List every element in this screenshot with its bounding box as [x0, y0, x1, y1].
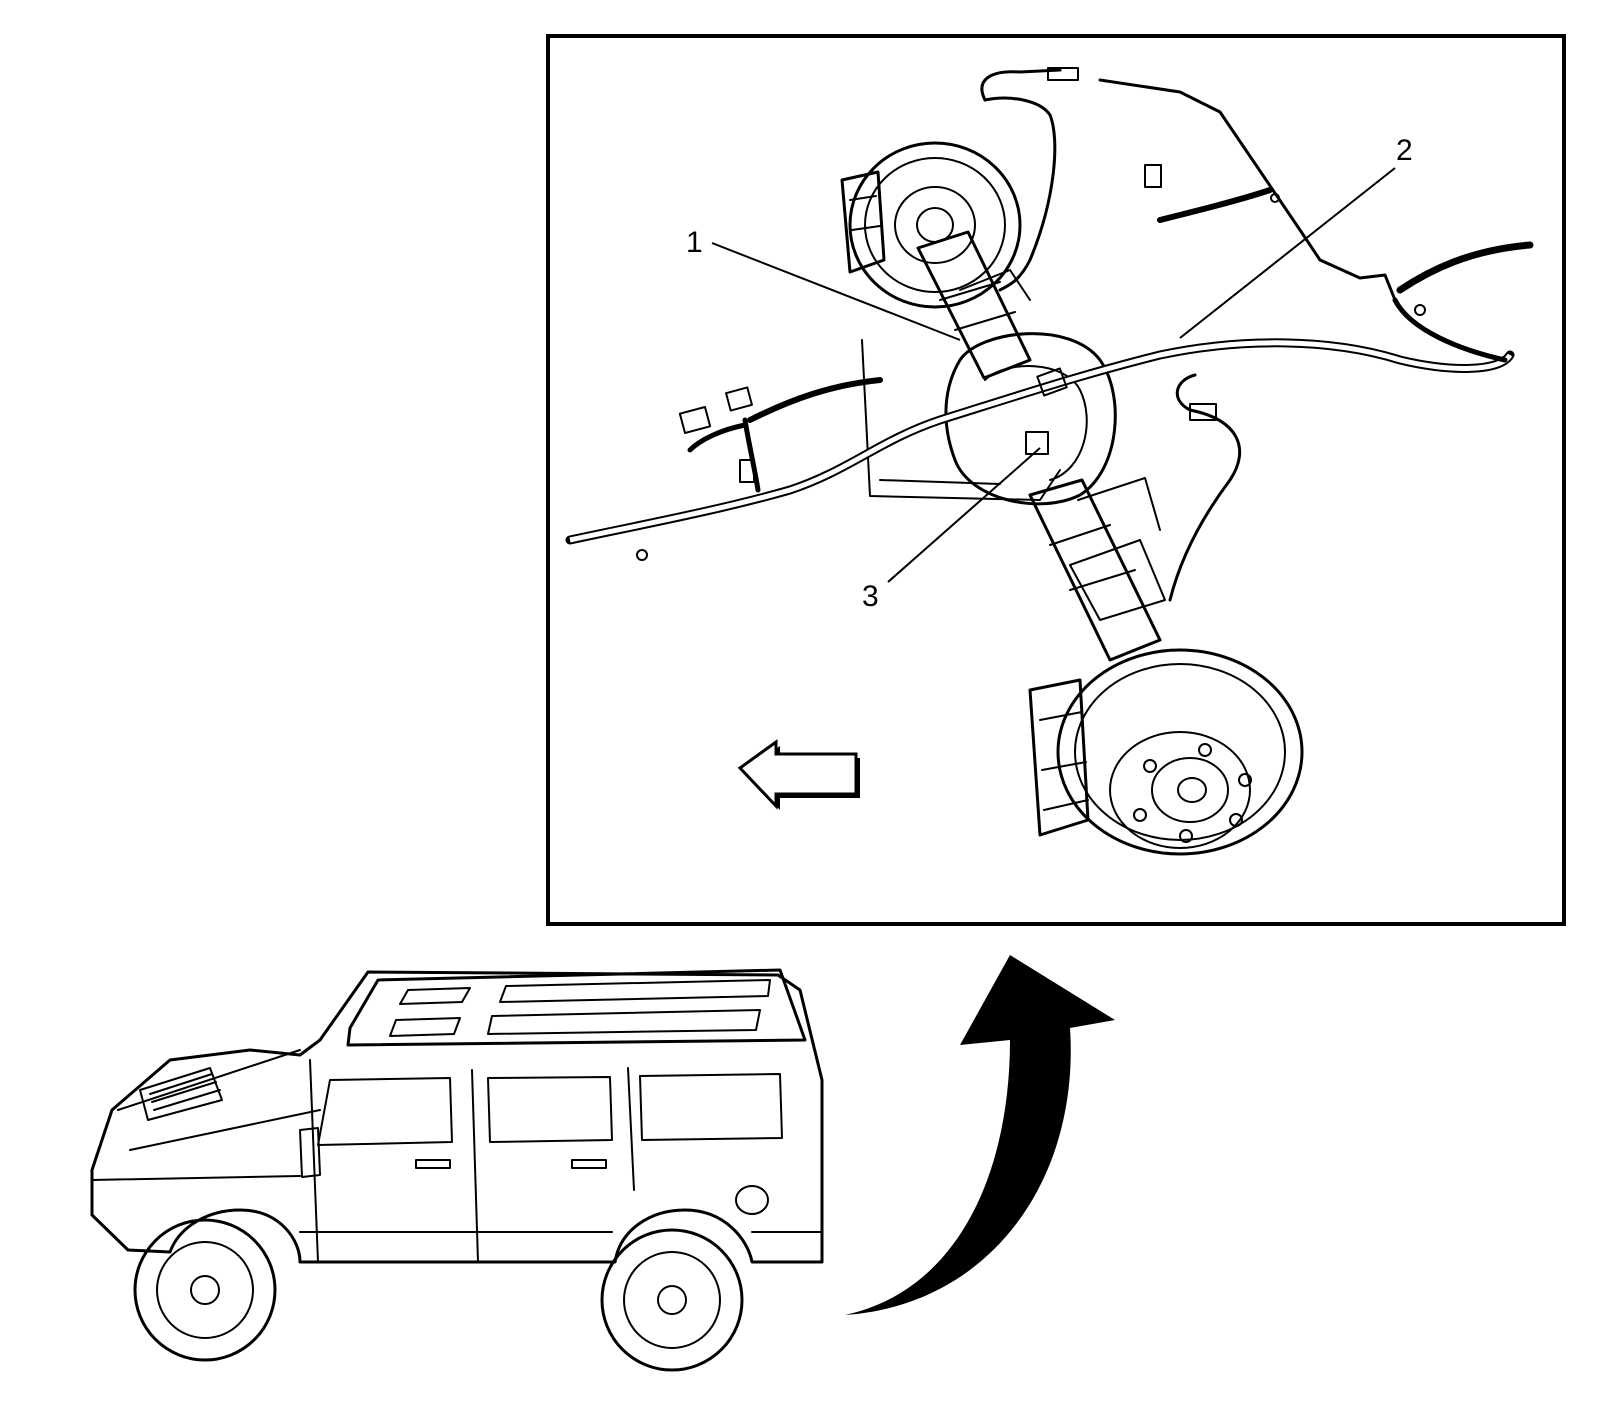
upper-brake-rotor	[840, 141, 1022, 309]
lower-brake-rotor	[1028, 648, 1304, 856]
rear-axle	[861, 230, 1166, 662]
callout-1: 1	[686, 226, 703, 259]
wiring-harness	[565, 67, 1534, 602]
callout-2: 2	[1396, 134, 1413, 167]
leader-line-1	[711, 242, 961, 341]
inset-frame	[546, 34, 1566, 926]
left-arrow-icon	[737, 739, 860, 810]
curved-arrow-icon	[845, 955, 1115, 1315]
detail-inset: 1 2 3	[546, 34, 1566, 926]
leader-line-3	[887, 447, 1041, 583]
leader-line-2	[1179, 167, 1396, 339]
callout-3: 3	[862, 580, 879, 613]
vehicle-illustration	[90, 968, 824, 1372]
